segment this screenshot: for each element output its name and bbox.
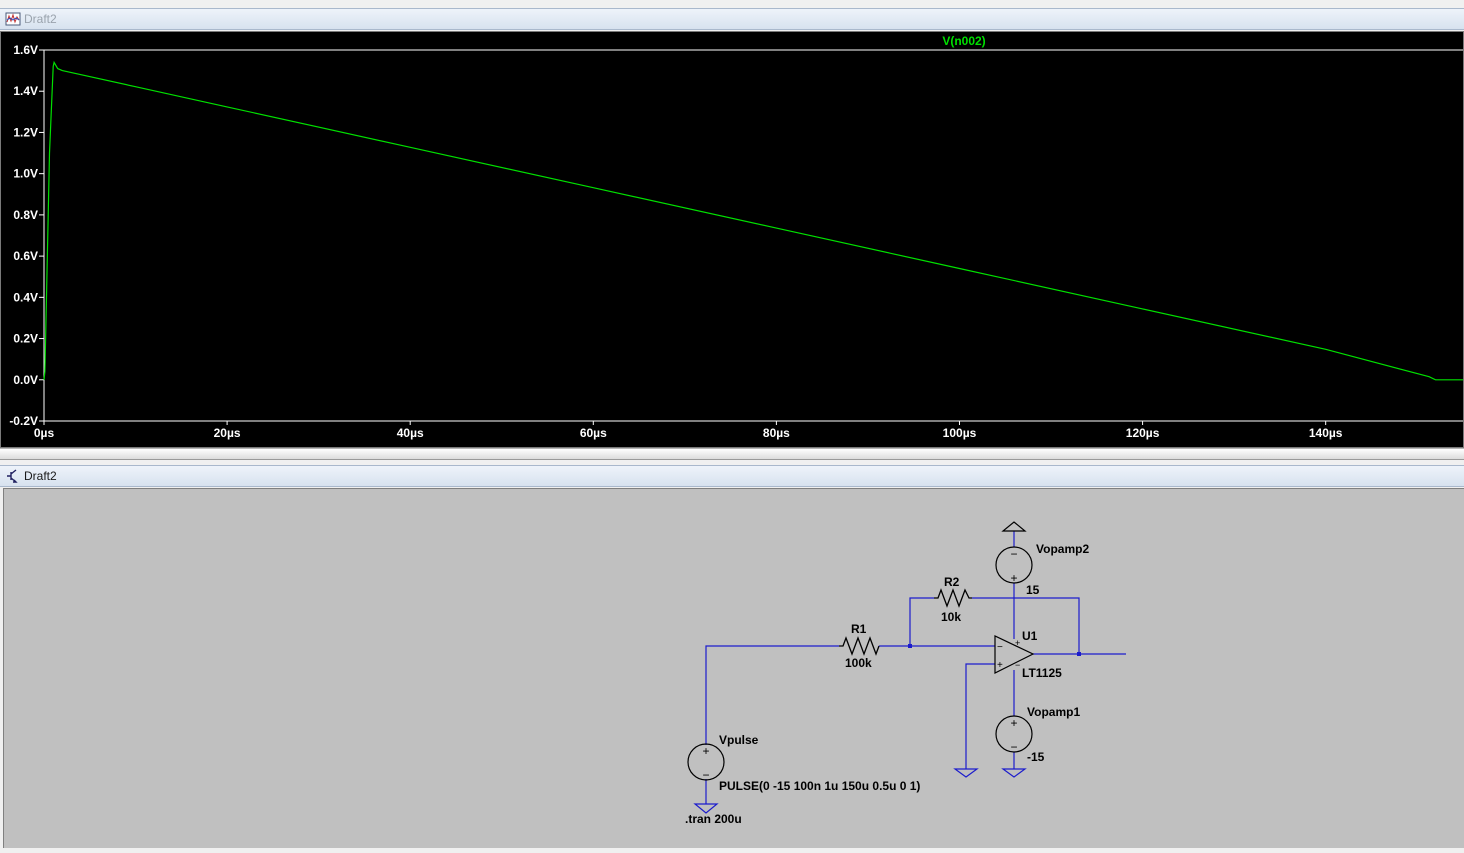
r1-name[interactable]: R1: [851, 622, 867, 636]
schematic-window-icon: [7, 469, 18, 483]
ground-symbol: [953, 768, 979, 778]
voltage-source-vpulse[interactable]: + −: [687, 743, 725, 782]
vopamp2-value[interactable]: 15: [1026, 583, 1040, 597]
tran-directive[interactable]: .tran 200u: [685, 812, 742, 826]
wire-feedback-right: [972, 597, 1080, 654]
x-tick-label: 100µs: [943, 426, 977, 440]
y-tick-label: 0.8V: [13, 208, 38, 222]
vpulse-name[interactable]: Vpulse: [719, 733, 759, 747]
x-tick-label: 80µs: [763, 426, 790, 440]
opamp-minus-sign: −: [997, 642, 1003, 653]
waveform-window-title: Draft2: [24, 12, 57, 26]
ground-symbol: [1001, 768, 1027, 778]
vopamp1-name[interactable]: Vopamp1: [1027, 705, 1080, 719]
trace-label-v-n002[interactable]: V(n002): [942, 34, 985, 48]
y-axis-ticks: 1.6V 1.4V 1.2V 1.0V 0.8V 0.6V 0.4V 0.2V 0.0V -0.2…: [9, 43, 44, 428]
junction-dot: [1077, 652, 1081, 656]
junction-dot: [908, 644, 912, 648]
y-tick-label: 1.2V: [13, 125, 38, 139]
vpulse-value[interactable]: PULSE(0 -15 100n 1u 150u 0.5u 0 1): [719, 779, 920, 793]
waveform-window-icon: [5, 12, 21, 26]
y-tick-label: 1.0V: [13, 167, 38, 181]
x-axis-ticks: 0µs 20µs 40µs 60µs 80µs 100µs 120µs 140µs: [34, 421, 1343, 440]
y-tick-label: 0.4V: [13, 290, 38, 304]
trace-group: [43, 60, 1463, 381]
x-tick-label: 120µs: [1126, 426, 1160, 440]
x-tick-label: 0µs: [34, 426, 55, 440]
opamp-u1[interactable]: − + + −: [994, 635, 1035, 674]
r2-name[interactable]: R2: [944, 575, 960, 589]
waveform-window-titlebar[interactable]: Draft2: [0, 8, 1464, 30]
plot-frame: [43, 49, 1464, 422]
schematic-window-titlebar[interactable]: Draft2: [0, 465, 1464, 487]
junctions: [908, 644, 1081, 656]
schematic-canvas[interactable]: − + + − − + + − +: [3, 488, 1464, 848]
y-tick-label: 0.2V: [13, 332, 38, 346]
ground-symbol: [1001, 521, 1027, 532]
svg-text:−: −: [1010, 740, 1017, 754]
opamp-supply-plus-sign: +: [1015, 638, 1020, 648]
waveform-plot-pane[interactable]: V(n002) 1.6V 1.4V 1.2V 1.0V 0.8V 0.6V 0.4V 0.2V…: [0, 31, 1464, 448]
schematic-drawing[interactable]: − + + − − + + − +: [4, 489, 1464, 848]
svg-text:+: +: [1010, 571, 1017, 585]
opamp-supply-minus-sign: −: [1015, 660, 1020, 670]
u1-model[interactable]: LT1125: [1022, 666, 1062, 680]
y-tick-label: 1.4V: [13, 84, 38, 98]
wire-noninverting-input: [965, 663, 995, 769]
pane-splitter[interactable]: [0, 448, 1464, 460]
schematic-window-title: Draft2: [24, 469, 57, 483]
u1-name[interactable]: U1: [1022, 629, 1038, 643]
y-tick-label: -0.2V: [9, 414, 38, 428]
r1-value[interactable]: 100k: [845, 656, 872, 670]
y-tick-label: 0.6V: [13, 249, 38, 263]
trace-line-v-n002[interactable]: [43, 60, 1463, 381]
ground-symbol: [693, 803, 719, 814]
voltage-source-vopamp2[interactable]: − +: [995, 546, 1033, 585]
svg-text:−: −: [702, 768, 709, 782]
schematic-wires: [705, 531, 1126, 804]
r2-value[interactable]: 10k: [941, 610, 961, 624]
voltage-source-vopamp1[interactable]: + −: [995, 715, 1033, 754]
x-tick-label: 40µs: [397, 426, 424, 440]
resistor-r2[interactable]: [934, 588, 972, 608]
svg-text:−: −: [1010, 547, 1017, 561]
y-tick-label: 0.0V: [13, 373, 38, 387]
y-tick-label: 1.6V: [13, 43, 38, 57]
wire-feedback-left: [909, 597, 934, 646]
plot-axes: [43, 49, 1464, 422]
waveform-chart[interactable]: V(n002) 1.6V 1.4V 1.2V 1.0V 0.8V 0.6V 0.4V 0.2V…: [1, 32, 1464, 447]
svg-text:+: +: [702, 744, 709, 758]
vopamp2-name[interactable]: Vopamp2: [1036, 542, 1089, 556]
wire-vpulse-to-r1: [705, 645, 839, 745]
resistor-r1[interactable]: [839, 636, 880, 656]
svg-text:+: +: [1010, 716, 1017, 730]
x-tick-label: 20µs: [214, 426, 241, 440]
x-tick-label: 140µs: [1309, 426, 1343, 440]
opamp-plus-sign: +: [997, 660, 1003, 671]
vopamp1-value[interactable]: -15: [1027, 750, 1045, 764]
x-tick-label: 60µs: [580, 426, 607, 440]
